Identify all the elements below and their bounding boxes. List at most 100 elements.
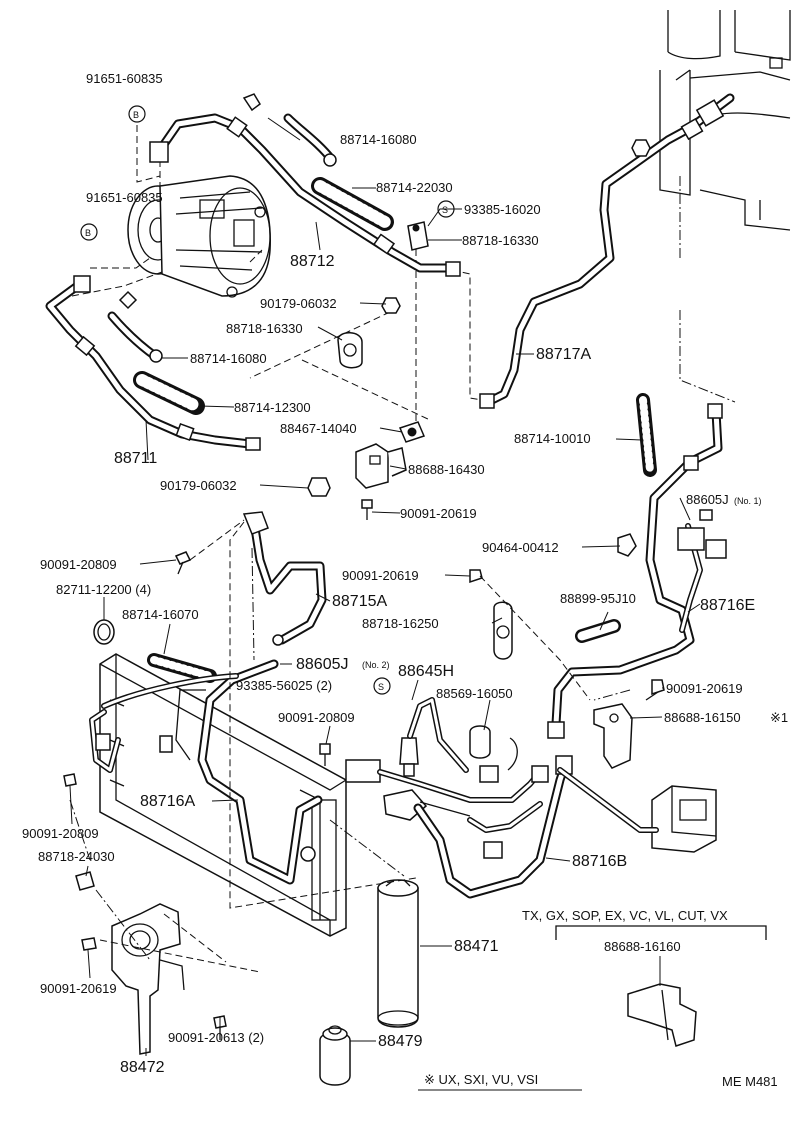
evaporator-unit bbox=[557, 767, 717, 853]
label-90091-20809-b: 90091-20809 bbox=[278, 710, 355, 725]
circle-b-mid-text: B bbox=[85, 228, 91, 238]
bracket-88688-16150 bbox=[593, 703, 633, 769]
clamp-88718-24030 bbox=[75, 871, 95, 891]
bolt-90179-06032-upper bbox=[381, 297, 401, 314]
label-88714-16080-a: 88714-16080 bbox=[340, 132, 417, 147]
label-90179-06032-a: 90179-06032 bbox=[260, 296, 337, 311]
label-88714-12300: 88714-12300 bbox=[234, 400, 311, 415]
circle-s-top: S bbox=[437, 200, 455, 218]
tube-88717A bbox=[479, 93, 735, 409]
label-88711: 88711 bbox=[114, 450, 157, 467]
label-90179-06032-b: 90179-06032 bbox=[160, 478, 237, 493]
label-88471: 88471 bbox=[454, 938, 499, 955]
label-88645H: 88645H bbox=[398, 663, 454, 680]
label-91651-60835-mid: 91651-60835 bbox=[86, 190, 163, 205]
label-88605J-no2-suffix: (No. 2) bbox=[362, 660, 390, 670]
cover-88479 bbox=[319, 1025, 351, 1086]
screw-90091-20809-c bbox=[63, 773, 77, 787]
label-88715A: 88715A bbox=[332, 593, 387, 610]
bolt-90179-06032-lower bbox=[307, 477, 331, 497]
label-88472: 88472 bbox=[120, 1059, 165, 1076]
circle-s-top-text: S bbox=[442, 205, 448, 215]
label-88605J-no1: 88605J bbox=[686, 492, 729, 507]
clamp-88718-16250 bbox=[493, 601, 513, 660]
label-90091-20619-b: 90091-20619 bbox=[342, 568, 419, 583]
label-88716A: 88716A bbox=[140, 793, 195, 810]
label-88716E: 88716E bbox=[700, 597, 755, 614]
insulator-88714-22030 bbox=[311, 177, 394, 231]
label-90091-20619-d: 90091-20619 bbox=[40, 981, 117, 996]
label-90091-20619-a: 90091-20619 bbox=[400, 506, 477, 521]
suction-hose-88711 bbox=[45, 275, 261, 451]
screw-90091-20619-d bbox=[81, 937, 97, 951]
label-90464-00412: 90464-00412 bbox=[482, 540, 559, 555]
bracket-88472 bbox=[111, 903, 185, 1055]
circle-b-top: B bbox=[128, 105, 146, 123]
label-88714-22030: 88714-22030 bbox=[376, 180, 453, 195]
grommet-88899-95J10 bbox=[575, 619, 621, 643]
leader-lines bbox=[69, 117, 701, 1056]
condenser bbox=[99, 653, 347, 937]
label-88718-24030: 88718-24030 bbox=[38, 849, 115, 864]
label-88605J-no1-suffix: (No. 1) bbox=[734, 496, 762, 506]
label-82711-12200: 82711-12200 (4) bbox=[56, 582, 151, 597]
clamp-88718-16330-lower bbox=[337, 332, 363, 369]
label-88714-16070: 88714-16070 bbox=[122, 607, 199, 622]
label-88569-16050: 88569-16050 bbox=[436, 686, 513, 701]
part-labels: 91651-60835 B 91651-60835 B 88714-16080 … bbox=[22, 71, 788, 1091]
label-90091-20809-a: 90091-20809 bbox=[40, 557, 117, 572]
label-88712: 88712 bbox=[290, 253, 335, 270]
label-variants: TX, GX, SOP, EX, VC, VL, CUT, VX bbox=[522, 908, 728, 923]
compressor-assembly bbox=[127, 175, 271, 298]
label-88718-16330-b: 88718-16330 bbox=[226, 321, 303, 336]
label-88718-16250: 88718-16250 bbox=[362, 616, 439, 631]
clamp-88718-16330-upper bbox=[407, 221, 429, 251]
bracket-88688-16160 bbox=[555, 925, 767, 1047]
bracket-88688-16430 bbox=[355, 443, 407, 489]
label-88688-16150-mark: ※1 bbox=[770, 710, 788, 725]
sensor-88467-14040 bbox=[398, 421, 426, 443]
diagram-code: ME M481 bbox=[722, 1074, 778, 1089]
insulator-88714-16070 bbox=[147, 653, 217, 683]
label-88714-16080-b: 88714-16080 bbox=[190, 351, 267, 366]
footnote-variants: ※ UX, SXI, VU, VSI bbox=[424, 1072, 538, 1087]
label-90091-20809-c: 90091-20809 bbox=[22, 826, 99, 841]
guide-lines-bottom bbox=[69, 519, 631, 973]
receiver-88471 bbox=[377, 879, 419, 1028]
circle-s-mid-text: S bbox=[378, 682, 384, 692]
bolt-90091-20619-a bbox=[361, 499, 373, 520]
circle-b-top-text: B bbox=[133, 110, 139, 120]
condenser-harness bbox=[89, 673, 239, 773]
circle-s-mid: S bbox=[373, 677, 391, 695]
label-88605J-no2: 88605J bbox=[296, 656, 349, 673]
discharge-hose-88712 bbox=[149, 93, 461, 277]
label-88899-95J10: 88899-95J10 bbox=[560, 591, 636, 606]
tube-88716E bbox=[547, 403, 723, 739]
insulator-88714-10010 bbox=[636, 393, 657, 477]
connector-88605J-no1 bbox=[677, 509, 727, 633]
pressure-switch-88645H bbox=[399, 697, 469, 777]
circle-b-mid: B bbox=[80, 223, 98, 241]
insulator-88714-16080-lower bbox=[107, 311, 163, 363]
label-90091-20613: 90091-20613 (2) bbox=[168, 1030, 264, 1045]
label-88714-10010: 88714-10010 bbox=[514, 431, 591, 446]
hose-88715A bbox=[242, 511, 327, 646]
label-88688-16150: 88688-16150 bbox=[664, 710, 741, 725]
label-91651-60835-top: 91651-60835 bbox=[86, 71, 163, 86]
screw-90091-20809-a bbox=[174, 551, 192, 575]
label-93385-56025: 93385-56025 (2) bbox=[236, 678, 332, 693]
clip-90464-00412 bbox=[617, 533, 637, 557]
label-88688-16160: 88688-16160 bbox=[604, 939, 681, 954]
label-88688-16430: 88688-16430 bbox=[408, 462, 485, 477]
tube-88716A bbox=[175, 659, 323, 885]
screw-90091-20809-b bbox=[319, 743, 331, 766]
insulator-88714-16080-upper bbox=[283, 113, 337, 167]
label-88717A: 88717A bbox=[536, 346, 591, 363]
hose-clamp-82711-12200 bbox=[93, 619, 115, 645]
tube-88716B bbox=[413, 755, 573, 899]
label-93385-16020: 93385-16020 bbox=[464, 202, 541, 217]
label-88479: 88479 bbox=[378, 1033, 423, 1050]
bolt-90091-20619-c bbox=[645, 679, 665, 701]
label-88716B: 88716B bbox=[572, 853, 627, 870]
